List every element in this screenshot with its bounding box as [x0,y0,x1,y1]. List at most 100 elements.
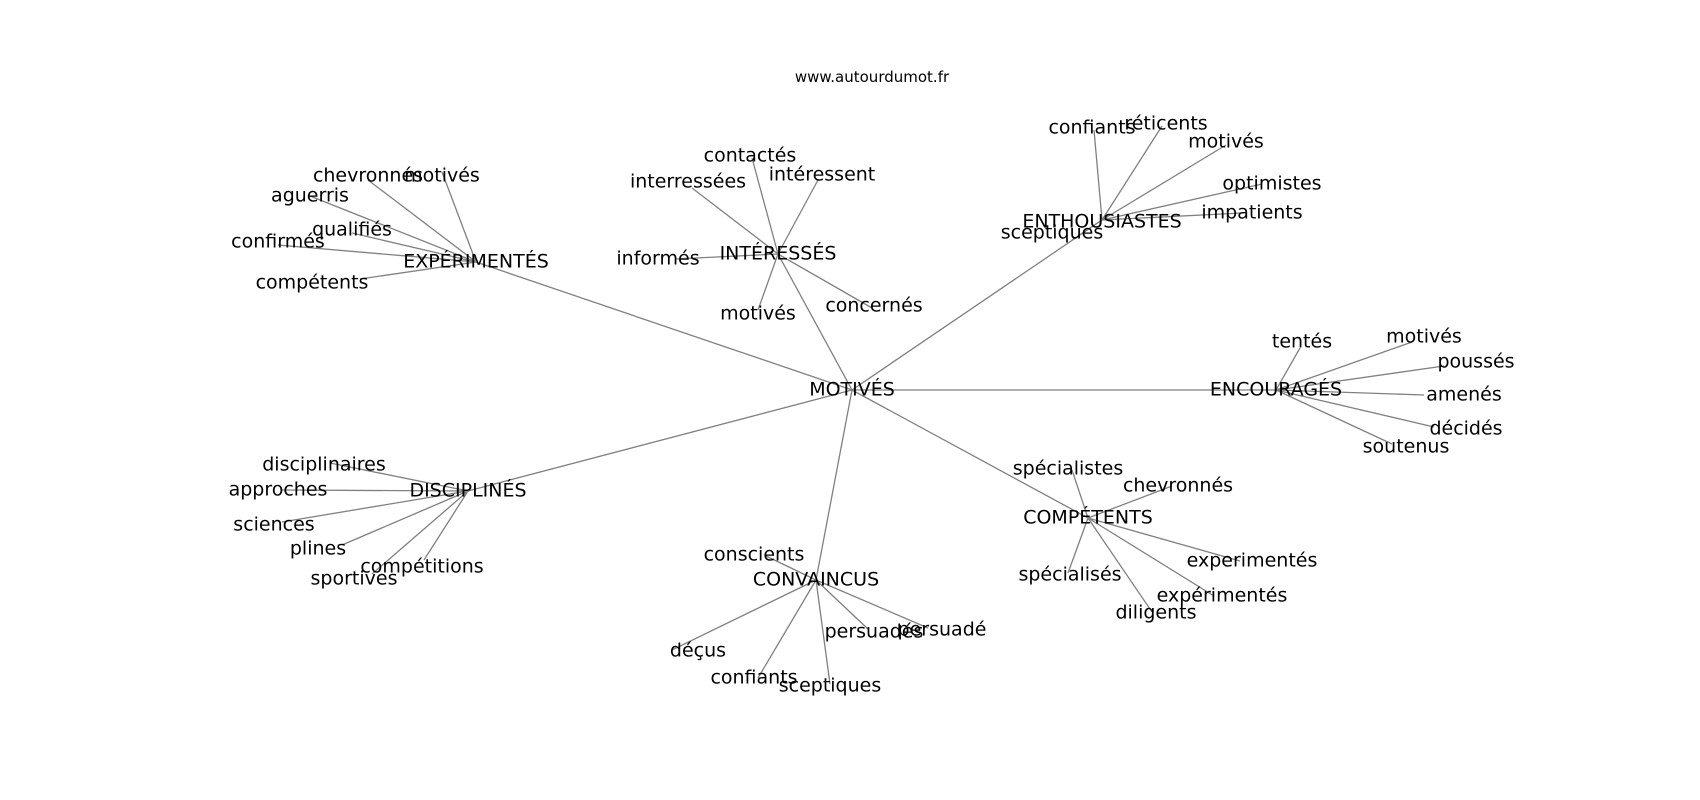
leaf-word-label: compétents [256,272,369,294]
edge-encourages-leaf [1275,365,1445,391]
hub-word-label: ENTHOUSIASTES [1022,211,1181,233]
edge-competents-leaf [1087,517,1241,562]
leaf-word-label: sciences [233,514,314,536]
edge-experimentes-leaf [367,179,477,263]
edge-experimentes-leaf [277,244,477,263]
edge-enthousiastes-leaf [1101,212,1243,221]
leaf-word-label: compétitions [360,556,483,578]
leaf-word-label: spécialisés [1018,564,1121,586]
leaf-word-label: tentés [1272,331,1332,353]
edge-competents-leaf [1087,517,1215,597]
edge-convaincus-leaf [815,579,831,685]
edge-competents-leaf [1087,517,1153,613]
center-word-label: MOTIVÉS [809,378,895,401]
leaf-word-label: intéressent [769,164,876,186]
leaf-word-label: optimistes [1222,173,1321,195]
leaf-word-label: motivés [720,303,796,325]
edge-center-interesses [777,253,853,391]
edge-interesses-leaf [751,157,779,255]
edge-experimentes-leaf [359,261,477,280]
leaf-word-label: expérimentés [1157,585,1288,607]
edge-enthousiastes-leaf [1101,144,1227,221]
leaf-word-label: sceptiques [779,675,882,697]
edges-layer [277,125,1445,685]
leaf-word-label: amenés [1426,384,1501,406]
edge-disciplines-leaf [281,490,469,523]
labels-layer: chevronnés motivés aguerris qualifiésconfir… [229,113,1515,697]
edge-center-disciplines [467,389,853,492]
leaf-word-label: plines [290,538,346,560]
leaf-word-label: sportives [311,568,398,590]
edge-convaincus-leaf [815,579,869,630]
hub-word-label: INTÉRESSÉS [720,242,837,265]
leaf-word-label: persuadés [825,621,924,643]
leaf-word-label: persuadé [898,619,987,641]
edge-center-competents [851,389,1089,519]
edge-convaincus-leaf [765,555,817,581]
edge-encourages-leaf [1275,347,1301,391]
hub-word-label: EXPÉRIMENTÉS [403,250,549,273]
edge-disciplines-leaf [329,462,469,492]
hub-word-label: ENCOURAGÉS [1210,378,1342,401]
hub-word-label: COMPÉTENTS [1023,506,1153,529]
leaf-word-label: disciplinaires [262,454,386,476]
edge-experimentes-leaf [441,171,477,263]
hub-word-label: CONVAINCUS [753,569,879,591]
leaf-word-label: impatients [1201,202,1302,224]
leaf-word-label: experimentés [1187,550,1318,572]
leaf-word-label: motivés [1386,326,1462,348]
leaf-word-label: confiants [710,667,797,689]
leaf-word-label: motivés [404,165,480,187]
edge-disciplines-leaf [371,490,469,575]
leaf-word-label: chevronnés [1123,475,1233,497]
watermark-url: www.autourdumot.fr [795,68,950,86]
edge-disciplines-leaf [423,490,469,561]
edge-enthousiastes-leaf [1071,219,1103,241]
edge-convaincus-leaf [815,579,929,629]
edge-interesses-leaf [777,253,873,309]
leaf-word-label: réticents [1124,113,1207,135]
edge-enthousiastes-leaf [1093,129,1103,221]
edge-center-convaincus [815,389,853,581]
leaf-word-label: soutenus [1363,436,1450,458]
hub-word-label: DISCIPLINÉS [409,479,526,502]
leaf-word-label: spécialistes [1013,458,1124,480]
leaf-word-label: conscients [704,544,805,566]
edge-experimentes-leaf [309,195,477,263]
edge-interesses-leaf [757,253,779,311]
leaf-word-label: diligents [1115,602,1196,624]
edge-center-experimentes [475,261,853,391]
leaf-word-label: approches [229,479,328,501]
leaf-word-label: décidés [1429,418,1502,440]
edge-convaincus-leaf [671,579,817,651]
edge-interesses-leaf [674,253,779,260]
leaf-word-label: aguerris [271,185,349,207]
edge-competents-leaf [1067,517,1089,574]
leaf-word-label: concernés [825,295,922,317]
edge-convaincus-leaf [757,579,817,679]
leaf-word-label: confirmés [231,231,325,253]
edge-interesses-leaf [777,179,819,255]
edge-encourages-leaf [1275,341,1413,391]
edge-encourages-leaf [1275,389,1435,428]
edge-experimentes-leaf [351,232,477,263]
edge-enthousiastes-leaf [1101,125,1163,221]
edge-encourages-leaf [1275,389,1425,396]
leaf-word-label: interressées [630,171,746,193]
edge-interesses-leaf [691,187,779,255]
leaf-word-label: qualifiés [312,219,392,241]
leaf-word-label: sceptiques [1001,222,1104,244]
edge-encourages-leaf [1275,389,1393,445]
edge-disciplines-leaf [281,489,469,492]
leaf-word-label: confiants [1048,117,1135,139]
edge-disciplines-leaf [341,490,469,546]
leaf-word-label: motivés [1188,131,1264,153]
leaf-word-label: déçus [670,640,726,662]
edge-enthousiastes-leaf [1101,183,1263,221]
edge-center-enthousiastes [851,219,1103,391]
edge-competents-leaf [1071,469,1089,519]
leaf-word-label: informés [616,248,699,270]
leaf-word-label: contactés [704,145,797,167]
leaf-word-label: poussés [1437,351,1514,373]
